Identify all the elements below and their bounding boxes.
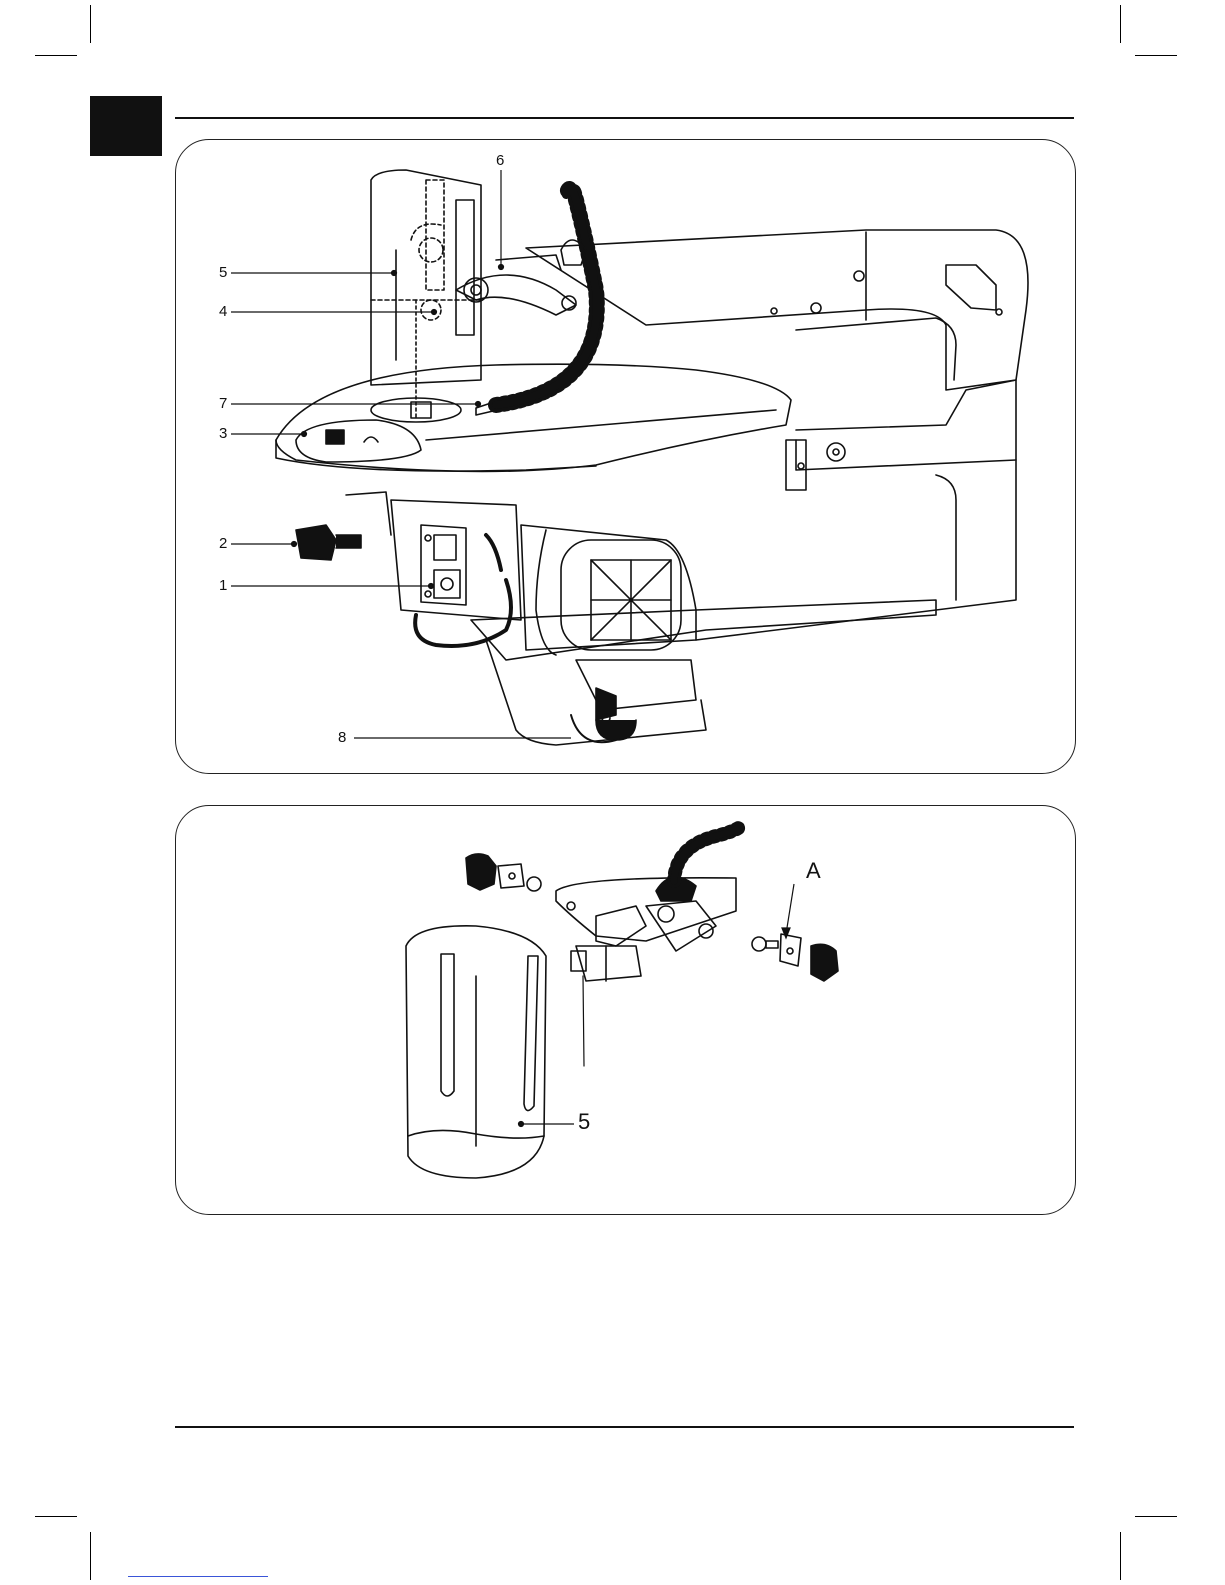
blade-guard-assembly-illustration: [176, 806, 1075, 1214]
crop-mark-tl-h: [35, 55, 77, 56]
crop-mark-bl-v: [90, 1532, 91, 1580]
crop-mark-tr-h: [1135, 55, 1177, 56]
crop-mark-bl-h: [35, 1516, 77, 1517]
header-rule: [175, 117, 1074, 119]
footer-link-underline: [128, 1576, 268, 1577]
crop-mark-br-v: [1120, 1532, 1121, 1580]
callout-4: 4: [219, 304, 227, 319]
callout-a-washer: A: [806, 860, 821, 882]
crop-mark-tl-v: [90, 5, 91, 43]
footer-rule: [175, 1426, 1074, 1428]
crop-mark-tr-v: [1120, 5, 1121, 43]
callout-5: 5: [219, 265, 227, 280]
callout-5-guard: 5: [578, 1111, 590, 1133]
callout-1: 1: [219, 578, 227, 593]
callout-8: 8: [338, 730, 346, 745]
callout-7: 7: [219, 396, 227, 411]
crop-mark-br-h: [1135, 1516, 1177, 1517]
figure-1-panel: 1 2 3 4 5 6 7 8: [175, 139, 1076, 774]
callout-2: 2: [219, 536, 227, 551]
callout-6: 6: [496, 153, 504, 168]
figure-2-panel: 5 A: [175, 805, 1076, 1215]
language-tab-block: [90, 96, 162, 156]
callout-3: 3: [219, 426, 227, 441]
scroll-saw-illustration: [176, 140, 1075, 773]
